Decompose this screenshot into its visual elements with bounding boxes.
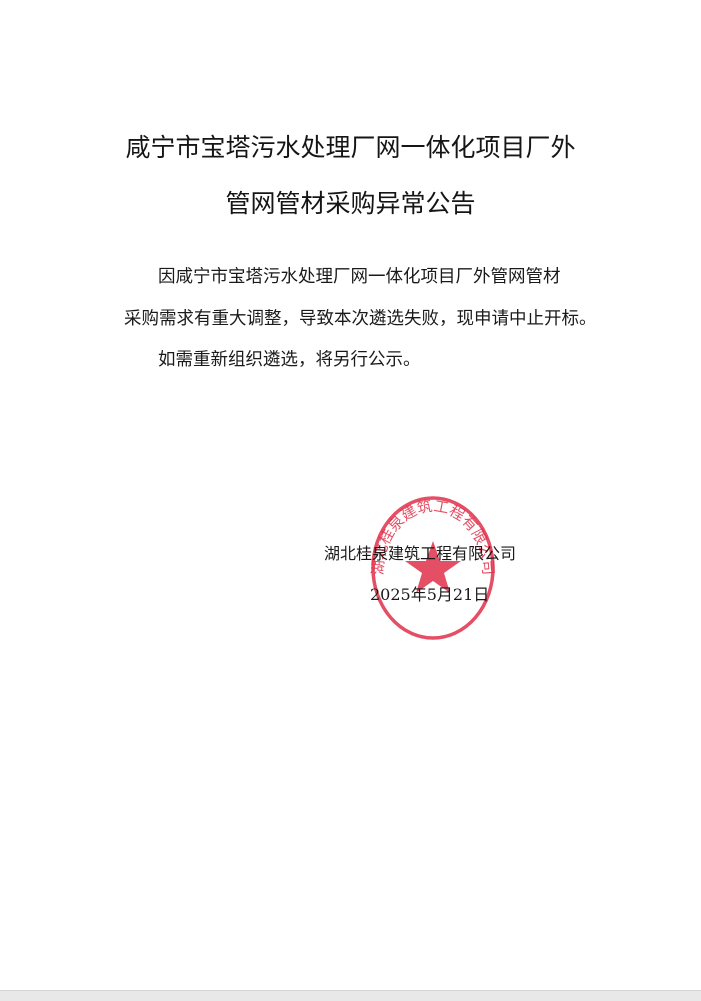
viewer-bottom-bar (0, 990, 701, 1001)
notice-paragraph-line-1: 因咸宁市宝塔污水处理厂网一体化项目厂外管网管材 (158, 267, 561, 287)
issue-date: 2025年5月21日 (370, 585, 490, 604)
notice-paragraph-line-3: 如需重新组织遴选，将另行公示。 (158, 350, 421, 370)
seal-star-icon (405, 541, 461, 593)
notice-paragraph-line-2: 采购需求有重大调整，导致本次遴选失败，现申请中止开标。 (124, 309, 597, 329)
notice-title-line-2: 管网管材采购异常公告 (225, 189, 476, 218)
company-seal: 湖北桂泉建筑工程有限公司 (369, 496, 497, 640)
issuer-company: 湖北桂泉建筑工程有限公司 (324, 544, 517, 563)
notice-title-line-1: 咸宁市宝塔污水处理厂网一体化项目厂外 (125, 133, 576, 162)
